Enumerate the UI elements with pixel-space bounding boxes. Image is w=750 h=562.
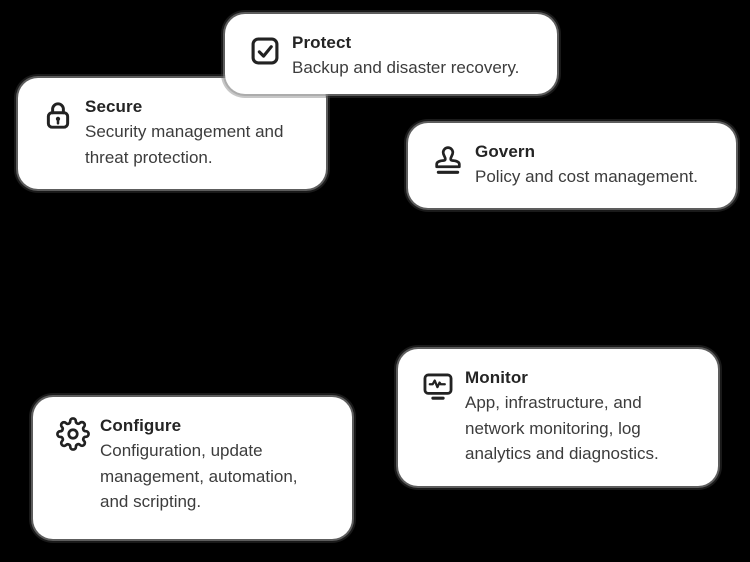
- monitor-pulse-icon: [420, 369, 456, 403]
- card-title: Monitor: [465, 368, 529, 387]
- card-title: Configure: [100, 416, 182, 435]
- card-govern: Govern Policy and cost management.: [408, 123, 736, 208]
- gear-icon: [55, 417, 91, 451]
- card-text: Monitor App, infrastructure, and network…: [465, 366, 659, 467]
- card-title: Protect: [292, 33, 352, 52]
- lock-icon: [40, 98, 76, 132]
- card-text: Govern Policy and cost management.: [475, 140, 698, 190]
- checkbox-check-icon: [247, 34, 283, 68]
- card-description: Backup and disaster recovery.: [292, 58, 520, 77]
- card-text: Configure Configuration, update manageme…: [100, 414, 298, 515]
- stamp-icon: [430, 143, 466, 180]
- card-text: Secure Security management and threat pr…: [85, 95, 283, 170]
- card-description: App, infrastructure, and network monitor…: [465, 393, 659, 463]
- card-configure: Configure Configuration, update manageme…: [33, 397, 352, 539]
- card-title: Govern: [475, 142, 536, 161]
- card-monitor: Monitor App, infrastructure, and network…: [398, 349, 718, 486]
- card-description: Security management and threat protectio…: [85, 122, 284, 167]
- card-description: Configuration, update management, automa…: [100, 441, 298, 511]
- card-secure: Secure Security management and threat pr…: [18, 78, 326, 189]
- card-title: Secure: [85, 97, 143, 116]
- card-description: Policy and cost management.: [475, 167, 699, 186]
- card-protect: Protect Backup and disaster recovery.: [225, 14, 557, 94]
- card-text: Protect Backup and disaster recovery.: [292, 31, 519, 81]
